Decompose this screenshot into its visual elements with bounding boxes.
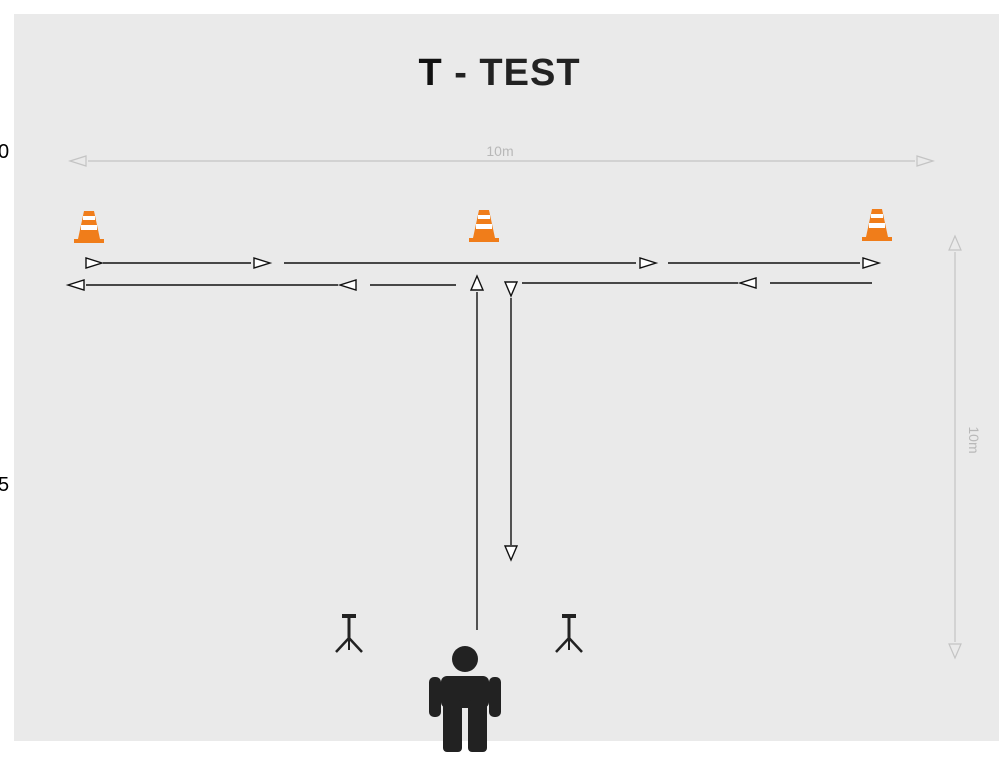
arrow-left-icon	[737, 277, 757, 289]
run-path	[86, 262, 872, 630]
traffic-cone-icon	[862, 209, 892, 241]
arrow-left-icon	[337, 279, 357, 291]
arrow-right-icon	[639, 257, 659, 269]
arrow-right-icon	[85, 257, 105, 269]
vertical-dimension	[948, 234, 962, 660]
timing-gate-icon	[555, 614, 583, 653]
traffic-cone-icon	[74, 211, 104, 243]
edge-number-middle: 5	[0, 474, 10, 496]
edge-number-top: 0	[0, 141, 10, 163]
diagram-title: T - TEST	[0, 52, 999, 95]
dimension-arrow-down-icon	[948, 643, 962, 660]
title-text: - TEST	[442, 52, 581, 94]
arrow-right-icon	[862, 257, 882, 269]
arrow-left-icon	[65, 279, 85, 291]
person-icon	[429, 646, 501, 752]
arrow-right-icon	[253, 257, 273, 269]
dimension-arrow-right-icon	[916, 155, 936, 167]
traffic-cone-icon	[469, 210, 499, 242]
horizontal-dimension	[67, 155, 936, 167]
horizontal-dimension-label: 10m	[486, 143, 513, 159]
arrow-down-icon	[503, 545, 519, 562]
diagram-panel	[14, 14, 999, 741]
arrow-down-icon	[503, 281, 519, 298]
title-letter: T	[418, 52, 443, 94]
timing-gate-icon	[335, 614, 363, 653]
dimension-arrow-left-icon	[67, 155, 87, 167]
vertical-dimension-label: 10m	[966, 426, 982, 453]
dimension-arrow-up-icon	[948, 234, 962, 251]
path-arrows	[65, 257, 882, 562]
arrow-up-icon	[469, 274, 485, 291]
